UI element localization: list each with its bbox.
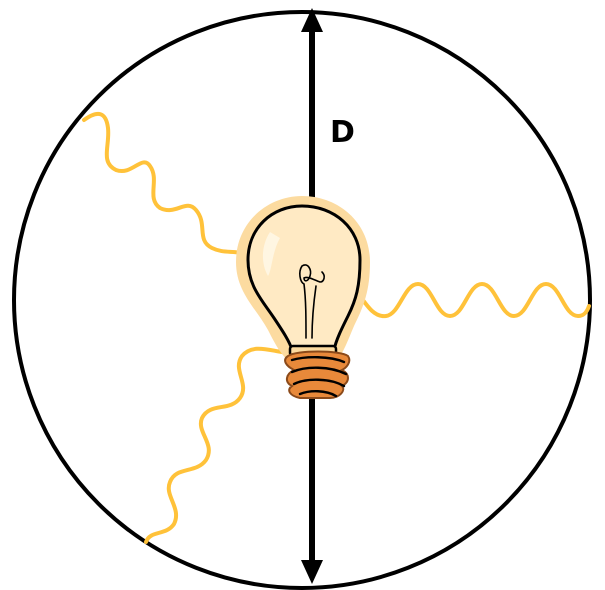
bulb-filament bbox=[299, 264, 325, 339]
lightbulb-icon bbox=[236, 196, 370, 399]
sphere-outline bbox=[12, 10, 592, 590]
arrowhead-top bbox=[301, 8, 323, 32]
light-ray-upper-left bbox=[82, 111, 246, 256]
arrowhead-bottom bbox=[301, 560, 323, 584]
light-ray-lower-left bbox=[144, 346, 284, 544]
diameter-label: D bbox=[330, 115, 355, 150]
bulb-highlight bbox=[262, 232, 280, 276]
light-ray-right bbox=[352, 282, 591, 319]
bulb-base bbox=[284, 350, 351, 399]
